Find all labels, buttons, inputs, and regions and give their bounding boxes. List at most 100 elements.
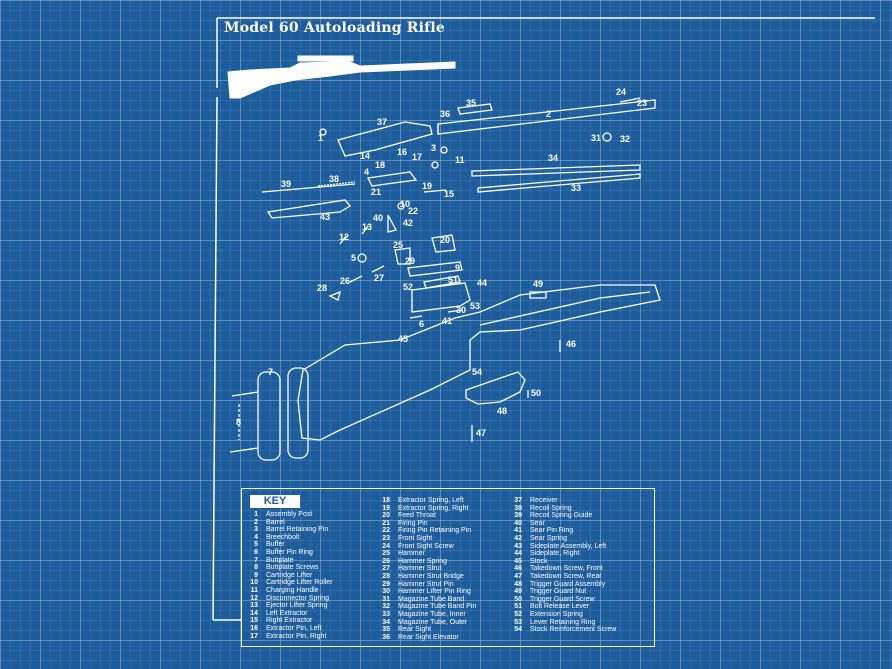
key-item-number: 51 — [514, 603, 522, 611]
key-item-name: Hammer Lifter Pin Ring — [398, 588, 471, 596]
callout-14: 14 — [360, 151, 370, 161]
key-item-name: Hammer Spring — [398, 557, 448, 565]
key-item-name: Sideplate Assembly, Left — [530, 542, 607, 550]
key-item-number: 34 — [382, 618, 390, 626]
key-item-name: Ejector Lifter Spring — [266, 602, 328, 610]
key-item-name: Buffer — [266, 541, 285, 549]
key-item-name: Firing Pin Retaining Pin — [398, 527, 472, 535]
key-item-number: 30 — [382, 588, 390, 596]
key-item-number: 39 — [514, 512, 522, 520]
callout-1: 1 — [318, 133, 323, 143]
frame-left-line — [212, 96, 218, 621]
callout-26: 26 — [340, 276, 350, 286]
key-item-number: 35 — [382, 626, 390, 634]
key-item-name: Breechbolt — [266, 533, 300, 541]
key-item-number: 15 — [250, 617, 258, 625]
key-item-name: Trigger Guard Assembly — [530, 580, 606, 588]
callout-44: 44 — [477, 278, 487, 288]
callout-37: 37 — [377, 117, 387, 127]
key-item-number: 36 — [382, 633, 390, 641]
key-item-number: 32 — [382, 603, 390, 611]
parts-lines — [229, 97, 661, 461]
key-item-number: 43 — [514, 542, 522, 550]
part-receiver — [337, 121, 433, 157]
key-item-number: 19 — [382, 504, 390, 512]
callout-54: 54 — [472, 367, 482, 377]
callout-38: 38 — [329, 174, 339, 184]
callout-53: 53 — [470, 301, 480, 311]
key-item-number: 2 — [254, 518, 258, 526]
part-buttplate — [257, 371, 281, 461]
key-item-name: Extractor Pin, Left — [266, 624, 322, 632]
callout-40: 40 — [373, 213, 383, 223]
callout-2: 2 — [546, 109, 551, 119]
key-item-number: 38 — [514, 504, 522, 512]
key-item-name: Takedown Screw, Rear — [530, 572, 602, 580]
key-item-number: 12 — [250, 594, 258, 602]
key-item-name: Left Extractor — [266, 609, 308, 617]
callout-3: 3 — [431, 143, 436, 153]
key-item-name: Hammer Strut Pin — [398, 580, 454, 588]
part-trigger-guard — [465, 371, 526, 405]
key-item-number: 52 — [514, 610, 522, 618]
callout-28: 28 — [317, 283, 327, 293]
key-item-number: 54 — [514, 626, 522, 634]
key-item-number: 28 — [382, 572, 390, 580]
key-item-number: 44 — [514, 550, 522, 558]
diagram-title: Model 60 Autoloading Rifle — [224, 20, 446, 36]
key-item-number: 31 — [382, 595, 390, 603]
callout-48: 48 — [497, 406, 507, 416]
callout-39: 39 — [281, 179, 291, 189]
key-item-number: 40 — [514, 519, 522, 527]
key-item-number: 42 — [514, 534, 522, 542]
key-item-number: 18 — [382, 497, 390, 504]
key-item-number: 21 — [382, 519, 390, 527]
key-heading: KEY — [250, 495, 300, 508]
callout-46: 46 — [566, 339, 576, 349]
callout-22: 22 — [408, 206, 418, 216]
key-item-number: 11 — [250, 586, 258, 594]
key-item-name: Bolt Release Lever — [530, 603, 590, 611]
key-item-name: Rear Sight — [398, 626, 432, 634]
key-item-number: 26 — [382, 557, 390, 565]
key-list-item: 19 Extractor Spring, Right — [378, 505, 476, 513]
callout-4: 4 — [364, 167, 369, 177]
key-item-number: 47 — [514, 572, 522, 580]
callout-15: 15 — [444, 189, 454, 199]
key-item-name: Charging Handle — [266, 586, 319, 594]
callout-52: 52 — [403, 282, 413, 292]
callout-9: 9 — [455, 263, 460, 273]
key-item-number: 45 — [514, 557, 522, 565]
key-item-name: Lever Retaining Ring — [530, 618, 596, 626]
callout-31: 31 — [591, 133, 601, 143]
key-item-number: 10 — [250, 579, 258, 587]
callout-51: 51 — [448, 275, 458, 285]
part-magazine-tube-inner — [477, 173, 641, 193]
key-item-name: Right Extractor — [266, 617, 313, 625]
key-item-name: Magazine Tube, Inner — [398, 610, 466, 618]
key-item-name: Extractor Spring, Right — [398, 504, 469, 512]
